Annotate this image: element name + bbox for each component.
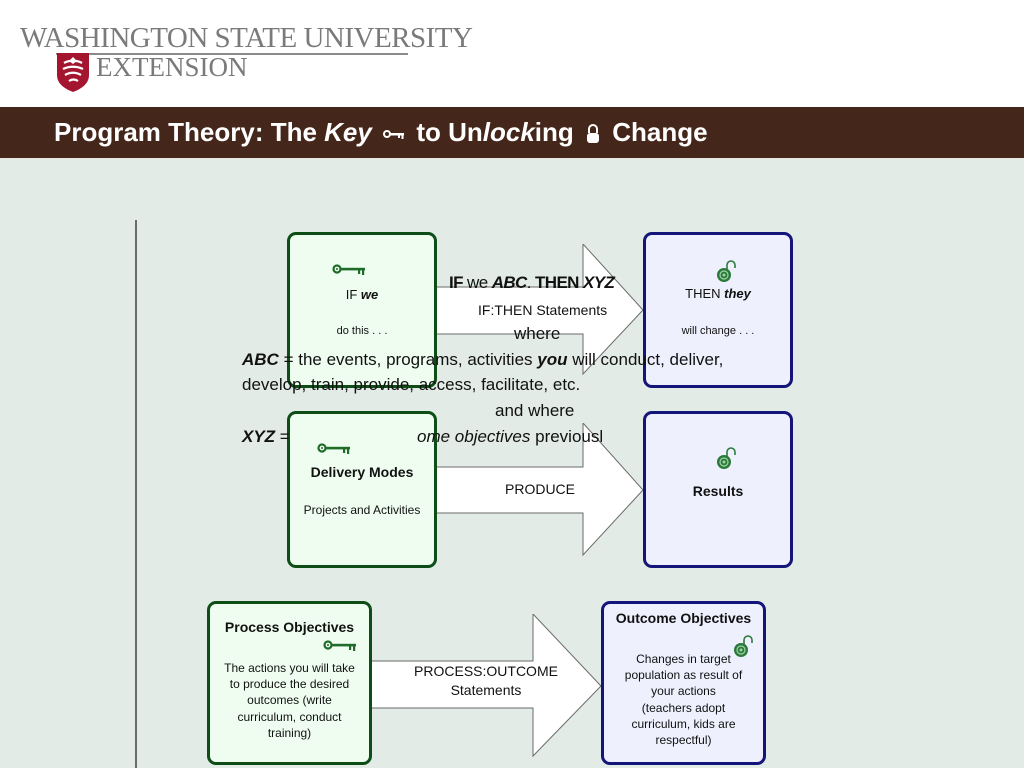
results-title: Results [692, 483, 744, 499]
xyz-definition-fragment: ome objectives previousl [417, 427, 603, 447]
title-part-4: Change [605, 117, 708, 147]
unlocked-padlock-icon [734, 635, 753, 657]
key-icon [323, 640, 356, 651]
outcome-body-line: respectful) [655, 732, 712, 747]
process-objectives-body: The actions you will take to produce the… [210, 660, 369, 741]
wsu-extension-logo[interactable]: WASHINGTON STATE UNIVERSITY EXTENSION [20, 22, 473, 102]
xyz-previously: previousl [530, 427, 604, 446]
we-word: we [360, 287, 379, 302]
key-icon [332, 264, 365, 275]
outcome-body-line: population as result of [624, 668, 743, 683]
delivery-modes-box: Delivery Modes Projects and Activities [287, 411, 437, 568]
title-part-3: ing [534, 117, 581, 147]
if-we-box: IF we do this . . . [287, 232, 437, 388]
xyz-definition: XYZ = [242, 427, 290, 447]
formula-we: we [462, 273, 492, 292]
process-body-line: curriculum, conduct [237, 709, 342, 724]
outcome-body-line: Changes in target [636, 652, 731, 666]
abc-definition: ABC = the events, programs, activities y… [242, 350, 723, 370]
delivery-modes-title: Delivery Modes [310, 464, 414, 480]
title-bar [0, 107, 1024, 158]
process-outcome-line1: PROCESS:OUTCOME [414, 663, 558, 679]
title-part-2: to Un [409, 117, 483, 147]
process-objectives-title: Process Objectives [224, 619, 355, 635]
logo-rule [56, 53, 408, 55]
unlocked-padlock-icon [717, 260, 736, 282]
formula-dot: . [526, 273, 535, 292]
process-outcome-label: PROCESS:OUTCOME Statements [404, 662, 568, 700]
logo-university-name: WASHINGTON STATE UNIVERSITY [20, 22, 473, 54]
xyz-equals: = [275, 427, 290, 446]
xyz-term: XYZ [242, 427, 276, 446]
key-icon [383, 130, 405, 140]
do-this-label: do this . . . [336, 325, 388, 337]
outcome-body-line: (teachers adopt [641, 700, 726, 715]
formula-then: THEN [534, 273, 579, 292]
cougar-shield-icon [57, 53, 89, 92]
outcome-body-line: curriculum, kids are [631, 716, 736, 731]
if-then-formula: IF we ABC. THEN XYZ [449, 272, 615, 295]
projects-activities-label: Projects and Activities [303, 503, 421, 517]
process-objectives-box: Process Objectives The actions you will … [207, 601, 372, 765]
if-we-label: IF we [290, 286, 434, 304]
diagram-area: IF we do this . . . THEN they will chang… [0, 158, 1024, 768]
produce-label: PRODUCE [505, 481, 576, 497]
abc-you: you [537, 350, 568, 369]
then-prefix: THEN [685, 286, 725, 301]
outcome-objectives-body: Changes in target population as result o… [604, 651, 763, 748]
title-part-1: Program Theory: The [54, 117, 325, 147]
if-then-statements-label: IF:THEN Statements [478, 302, 608, 318]
abc-definition-b: will conduct, deliver, [567, 350, 724, 369]
unlocked-padlock-icon [717, 447, 736, 469]
process-outcome-arrow [369, 614, 602, 758]
results-box: Results [643, 411, 793, 568]
xyz-outcome-objectives: ome objectives [417, 427, 531, 446]
abc-definition-a: = the events, programs, activities [278, 350, 538, 369]
title-key-word: Key [324, 117, 372, 147]
formula-xyz: XYZ [578, 273, 615, 292]
will-change-label: will change . . . [681, 325, 755, 337]
title-lock-word: lock [482, 117, 535, 147]
outcome-objectives-title: Outcome Objectives [615, 610, 752, 626]
where-label: where [514, 324, 561, 343]
formula-if: IF [449, 273, 464, 292]
and-where-label: and where [495, 401, 575, 420]
if-prefix: IF [345, 287, 361, 302]
process-outcome-line2: Statements [450, 681, 522, 698]
padlock-icon [587, 124, 599, 144]
page-title: Program Theory: The Key to Unlocking Cha… [54, 117, 708, 148]
outcome-objectives-box: Outcome Objectives Changes in target pop… [601, 601, 766, 765]
if-then-arrow [433, 244, 644, 376]
process-body-line: training) [267, 725, 312, 740]
produce-arrow [433, 423, 644, 557]
process-body-line: to produce the desired [229, 677, 350, 692]
vertical-divider [135, 220, 137, 768]
abc-term: ABC [242, 350, 279, 369]
abc-definition-line2: develop, train, provide, access, facilit… [242, 375, 581, 394]
outcome-body-line: your actions [651, 684, 716, 699]
then-they-box: THEN they will change . . . [643, 232, 793, 388]
logo-extension: EXTENSION [96, 52, 248, 82]
they-word: they [724, 286, 751, 301]
formula-abc: ABC [491, 273, 528, 292]
process-body-line: The actions you will take [224, 661, 355, 675]
then-they-label: THEN they [646, 285, 790, 303]
process-body-line: outcomes (write [247, 693, 332, 708]
key-icon [317, 443, 350, 454]
